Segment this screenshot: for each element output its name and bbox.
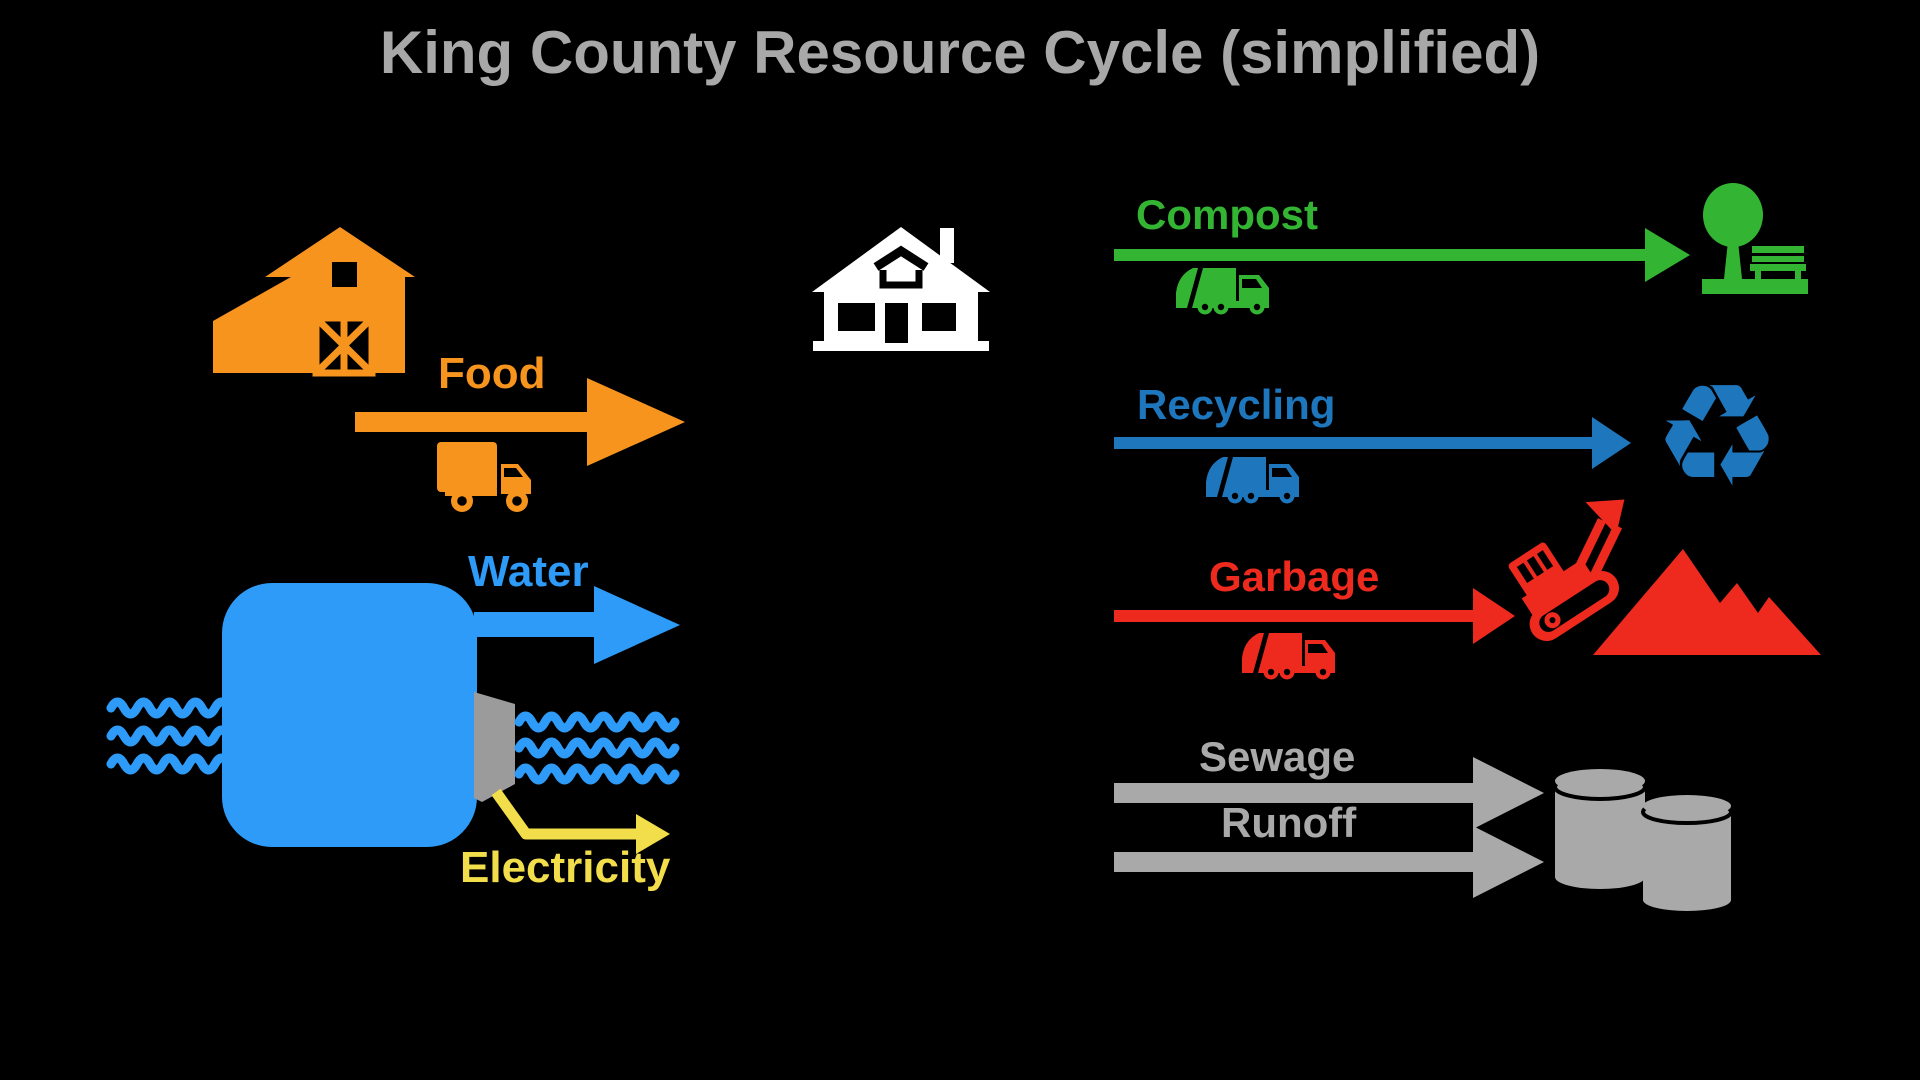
bulldozer-icon (1508, 499, 1681, 647)
landfill-mountain-icon (1593, 543, 1821, 655)
runoff-flow-arrow (1114, 824, 1544, 900)
water-flow-arrow (474, 586, 680, 664)
sewage-label: Sewage (1199, 733, 1356, 780)
recycling-flow-arrow (1114, 415, 1631, 471)
garbage-truck-icon (1238, 628, 1342, 680)
treatment-tanks-icon (1550, 762, 1736, 912)
runoff-label: Runoff (1221, 799, 1357, 846)
turbine-icon (474, 686, 516, 804)
inflow-waves-icon (106, 697, 234, 784)
sewage-flow-arrow (1114, 755, 1544, 831)
page-title: King County Resource Cycle (simplified) (379, 19, 1541, 86)
outflow-waves-icon (514, 711, 680, 785)
electricity-label: Electricity (460, 843, 671, 892)
water-label: Water (468, 547, 589, 596)
food-label: Food (438, 349, 546, 398)
compost-garbage-truck-icon (1172, 263, 1276, 315)
electricity-flow-arrow (478, 788, 674, 864)
recycling-garbage-truck-icon (1202, 452, 1306, 504)
reservoir-icon (222, 583, 477, 847)
park-icon (1700, 183, 1810, 297)
compost-label: Compost (1136, 191, 1318, 238)
box-truck-icon (437, 442, 541, 514)
garbage-flow-arrow (1114, 586, 1515, 646)
recycling-label: Recycling (1137, 381, 1336, 428)
garbage-label: Garbage (1209, 553, 1380, 600)
food-flow-arrow (355, 378, 685, 466)
recycling-symbol-icon: ♻ (1653, 354, 1781, 519)
compost-flow-arrow (1114, 226, 1690, 284)
house-icon (812, 225, 990, 353)
barn-icon (203, 225, 415, 377)
